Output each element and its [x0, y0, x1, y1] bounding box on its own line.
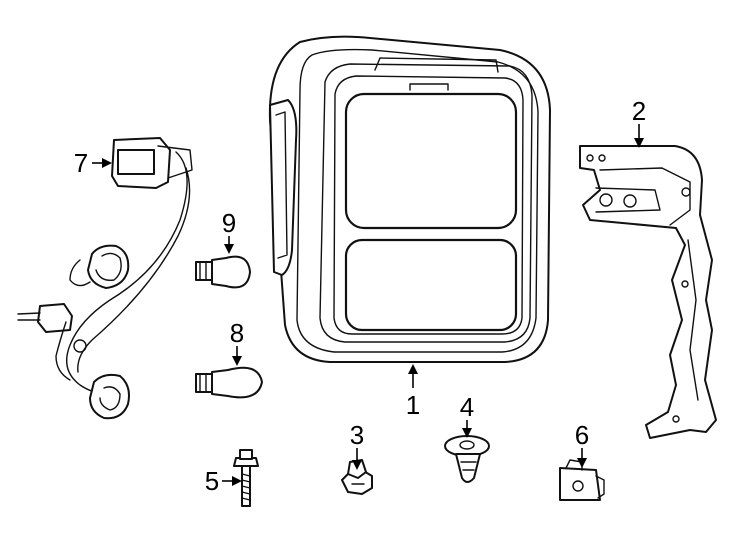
- callout-7: 7: [74, 148, 88, 178]
- callout-2: 2: [632, 96, 646, 126]
- callout-5: 5: [205, 466, 219, 496]
- wiring-harness: [17, 137, 193, 420]
- callout-1: 1: [406, 390, 420, 420]
- mounting-bracket: [579, 145, 717, 439]
- bulb-large: [195, 366, 263, 399]
- callout-8: 8: [230, 318, 244, 348]
- bulb-small: [195, 255, 251, 289]
- callout-4: 4: [460, 392, 474, 422]
- callout-3: 3: [350, 420, 364, 450]
- clip-nut: [341, 459, 373, 495]
- push-pin-fastener: [444, 435, 490, 483]
- callout-9: 9: [222, 208, 236, 238]
- bolt: [233, 449, 259, 507]
- tail-lamp-assembly: [268, 35, 551, 363]
- callout-leaders: [92, 124, 644, 486]
- callout-6: 6: [575, 420, 589, 450]
- u-nut-clip: [559, 459, 605, 501]
- callout-numbers: 1 2 3 4 5 6 7 8 9: [74, 96, 646, 496]
